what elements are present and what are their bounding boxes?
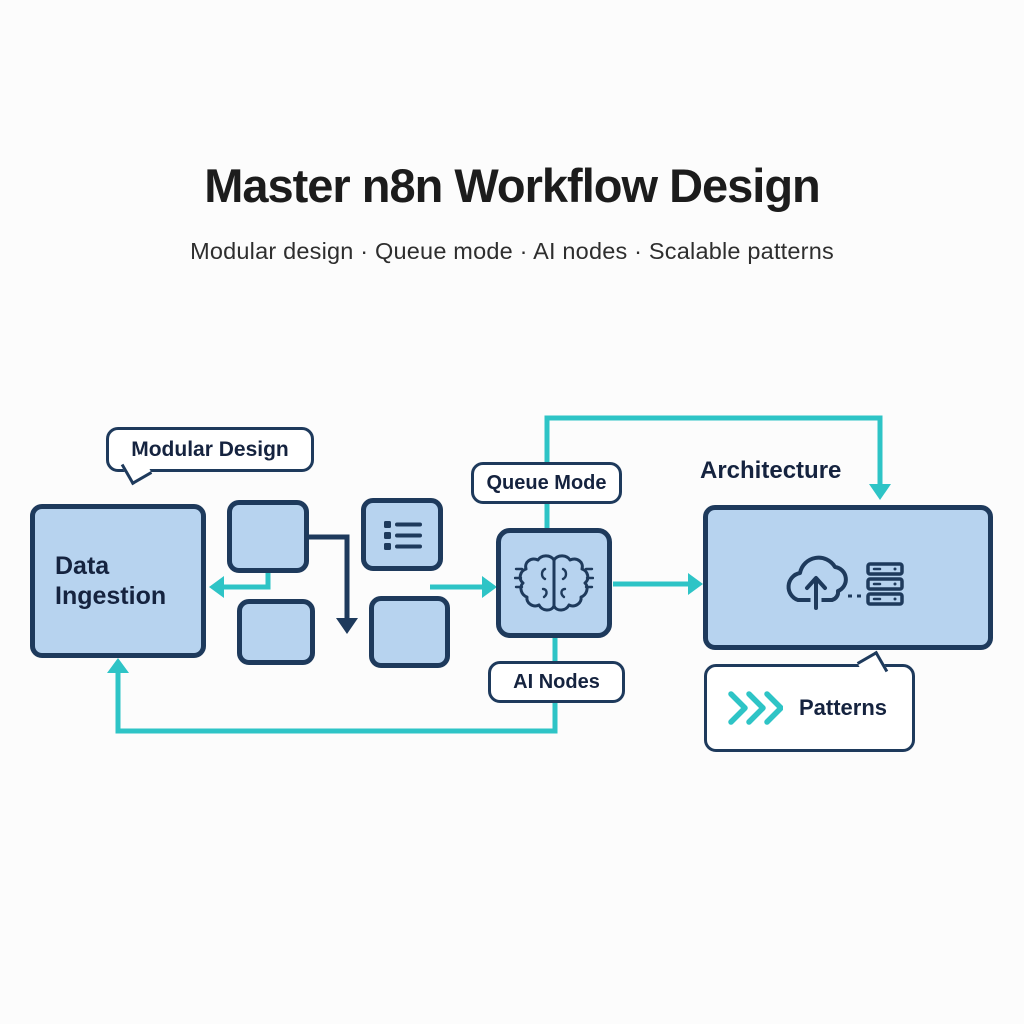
workflow-node: [361, 498, 443, 571]
queue-mode-callout: Queue Mode: [471, 462, 622, 504]
chevron-pattern-icon: [728, 691, 783, 725]
architecture-box: [703, 505, 993, 650]
modular-design-label: Modular Design: [131, 437, 289, 461]
workflow-node: [227, 500, 309, 573]
modular-design-callout: Modular Design: [106, 427, 314, 486]
data-ingestion-node: Data Ingestion: [30, 504, 206, 658]
patterns-callout: Patterns: [704, 650, 915, 752]
list-icon: [384, 520, 422, 550]
page-subtitle: Modular design · Queue mode · AI nodes ·…: [190, 238, 834, 264]
patterns-label: Patterns: [799, 695, 888, 720]
ai-brain-icon: [514, 554, 594, 612]
ai-nodes-callout: AI Nodes: [488, 661, 625, 703]
queue-mode-label: Queue Mode: [486, 471, 607, 494]
architecture-label: Architecture: [700, 457, 842, 484]
page-title: Master n8n Workflow Design: [204, 159, 821, 212]
workflow-node: [369, 596, 450, 668]
server-stack-icon: [866, 561, 904, 606]
ai-nodes-label: AI Nodes: [513, 670, 600, 693]
cloud-upload-icon: [786, 555, 904, 610]
ai-node-box: [496, 528, 612, 638]
workflow-node: [237, 599, 315, 665]
